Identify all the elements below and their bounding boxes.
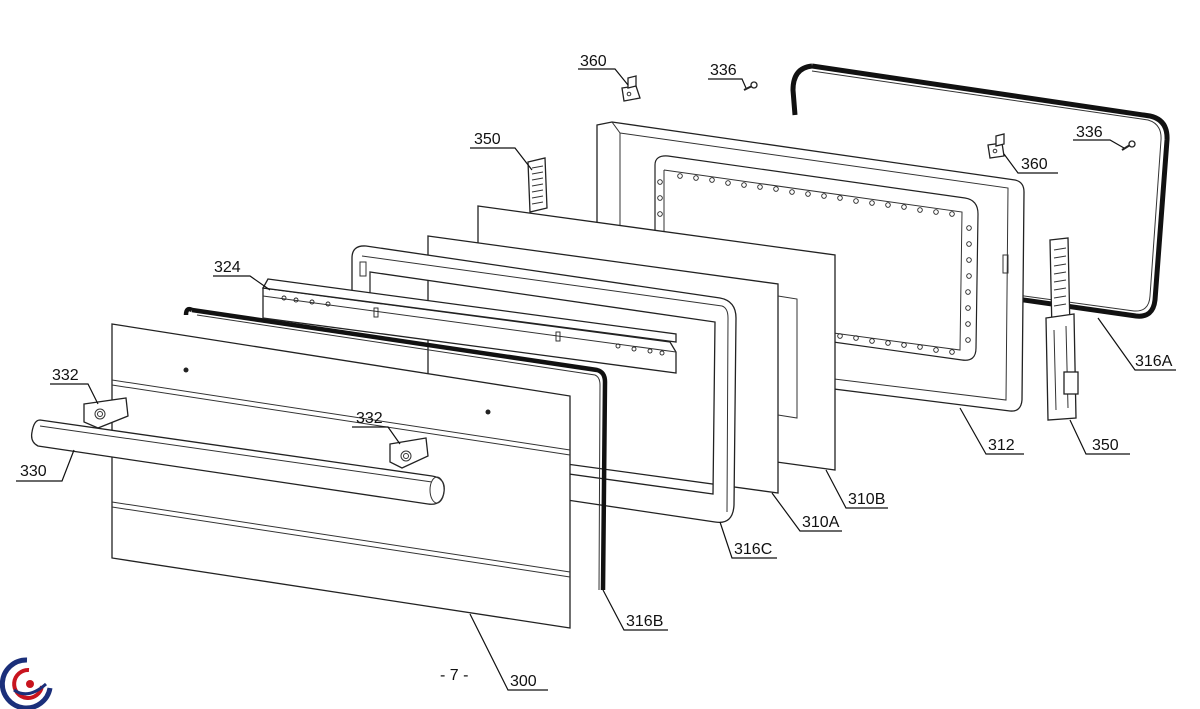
door-handle-330	[30, 419, 445, 505]
frame-rivet-row-left	[657, 179, 663, 217]
callout-300: 300	[510, 673, 537, 690]
reinforcement-bracket-324	[261, 278, 677, 374]
hinge-350-left	[527, 157, 548, 213]
callout-316b: 316B	[626, 613, 663, 630]
page-number: - 7 -	[440, 667, 468, 684]
callout-350-left: 350	[474, 131, 501, 148]
callout-360-top: 360	[580, 53, 607, 70]
callout-312: 312	[988, 437, 1015, 454]
callout-332-left: 332	[52, 367, 79, 384]
hinge-350-right	[1045, 237, 1079, 421]
handle-support-332-right	[389, 437, 429, 469]
frame-rivet-row-top	[677, 173, 955, 217]
callout-360-right: 360	[1021, 156, 1048, 173]
door-gasket-316b	[183, 306, 608, 591]
callout-324: 324	[214, 259, 241, 276]
frame-rivet-row-bottom	[837, 333, 955, 355]
callout-350-right: 350	[1092, 437, 1119, 454]
callout-316c: 316C	[734, 541, 772, 558]
rear-door-seal-316a	[790, 63, 1170, 319]
bracket-360-top	[621, 75, 641, 102]
bracket-360-right	[987, 133, 1005, 159]
screw-336-top	[743, 81, 758, 91]
screw-336-right	[1121, 140, 1136, 151]
callout-310a: 310A	[802, 514, 840, 531]
callout-336-right: 336	[1076, 124, 1103, 141]
callout-labels: 360 336 336 360 350 350 324 332 332 330 …	[20, 53, 1173, 690]
watermark-logo	[0, 657, 53, 709]
handle-support-332-left	[83, 397, 129, 429]
callout-310b: 310B	[848, 491, 885, 508]
frame-rivet-row-right	[965, 225, 972, 343]
callout-316a: 316A	[1135, 353, 1173, 370]
leader-lines	[16, 68, 1176, 691]
callout-332-right: 332	[356, 410, 383, 427]
callout-336-top: 336	[710, 62, 737, 79]
inner-door-frame-312	[596, 121, 1025, 412]
callout-330: 330	[20, 463, 47, 480]
